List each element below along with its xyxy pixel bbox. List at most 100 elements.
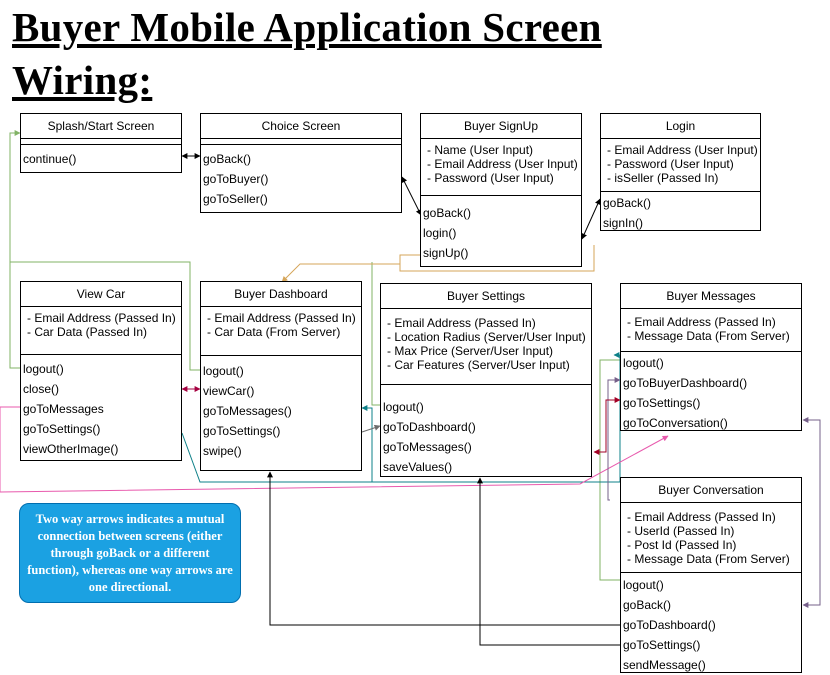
attribute-item: - Message Data (From Server) bbox=[627, 329, 790, 343]
operation-item: goToBuyerDashboard() bbox=[623, 376, 748, 390]
attribute-item: - Email Address (Passed In) bbox=[27, 311, 176, 325]
connector-dashboard-logout bbox=[10, 261, 202, 371]
operation-item: goToBuyer() bbox=[203, 172, 269, 186]
attribute-item: - Post Id (Passed In) bbox=[627, 538, 737, 552]
operation-item: logout() bbox=[383, 400, 424, 414]
operation-item: swipe() bbox=[203, 444, 242, 458]
connector-conversation-to-settings bbox=[477, 477, 622, 646]
screen-buyer-messages: Buyer Messages - Email Address (Passed I… bbox=[620, 283, 802, 431]
connector-choice-signup bbox=[401, 176, 422, 216]
operations-list: logout() goBack() goToDashboard() goToSe… bbox=[621, 573, 801, 675]
screen-splash: Splash/Start Screen continue() bbox=[20, 113, 182, 173]
operation-item: goBack() bbox=[203, 152, 252, 166]
connector-conversation-to-dashboard bbox=[267, 471, 622, 626]
attribute-item: - Email Address (User Input) bbox=[607, 143, 758, 157]
connector-settings-goto-dashboard bbox=[361, 405, 373, 482]
attribute-item: - Name (User Input) bbox=[427, 143, 534, 157]
screen-buyer-conversation: Buyer Conversation - Email Address (Pass… bbox=[620, 477, 802, 673]
operation-item: logout() bbox=[623, 356, 664, 370]
screen-title: Buyer Messages bbox=[621, 284, 801, 309]
operation-item: login() bbox=[423, 226, 457, 240]
operation-item: goBack() bbox=[623, 598, 672, 612]
operation-item: goBack() bbox=[423, 206, 472, 220]
operation-item: viewOtherImage() bbox=[23, 442, 119, 456]
attributes-list: - Email Address (Passed In) - Car Data (… bbox=[201, 307, 361, 356]
page-title-line-2: Wiring: bbox=[12, 57, 153, 103]
operations-list: goBack() signIn() bbox=[601, 192, 760, 233]
attribute-item: - UserId (Passed In) bbox=[627, 524, 735, 538]
operation-item: sendMessage() bbox=[623, 658, 706, 672]
operation-item: saveValues() bbox=[383, 460, 453, 474]
attribute-item: - Email Address (User Input) bbox=[427, 157, 578, 171]
operation-item: goToMessages() bbox=[203, 404, 292, 418]
screen-title: Buyer Settings bbox=[381, 284, 591, 309]
operation-item: goToMessages bbox=[23, 402, 104, 416]
operations-list: continue() bbox=[21, 145, 181, 169]
screen-login: Login - Email Address (User Input) - Pas… bbox=[600, 113, 761, 231]
page-title-line-1: Buyer Mobile Application Screen bbox=[12, 4, 602, 50]
operation-item: goToSettings() bbox=[23, 422, 101, 436]
screen-title: Buyer SignUp bbox=[421, 114, 581, 139]
connector-messages-logout bbox=[599, 359, 622, 581]
operation-item: goToDashboard() bbox=[623, 618, 716, 632]
connector-settings-logout bbox=[371, 262, 382, 406]
attribute-item: - Car Data (From Server) bbox=[207, 325, 341, 339]
operations-list: goBack() goToBuyer() goToSeller() bbox=[201, 145, 401, 209]
screen-title: View Car bbox=[21, 282, 181, 307]
attribute-item: - Car Data (Passed In) bbox=[27, 325, 148, 339]
connector-dashboard-goto-settings bbox=[361, 424, 381, 433]
attribute-item: - Password (User Input) bbox=[607, 157, 734, 171]
screen-title: Buyer Dashboard bbox=[201, 282, 361, 307]
operation-item: goToMessages() bbox=[383, 440, 472, 454]
operations-list: goBack() login() signUp() bbox=[421, 196, 581, 263]
attributes-list: - Email Address (User Input) - Password … bbox=[601, 139, 760, 192]
attribute-item: - isSeller (Passed In) bbox=[607, 171, 719, 185]
attribute-divider bbox=[201, 139, 401, 145]
screen-choice: Choice Screen goBack() goToBuyer() goToS… bbox=[200, 113, 402, 213]
operation-item: logout() bbox=[623, 578, 664, 592]
screen-title: Splash/Start Screen bbox=[21, 114, 181, 139]
connector-logout-to-splash bbox=[9, 130, 22, 369]
operation-item: logout() bbox=[23, 362, 64, 376]
attributes-list: - Email Address (Passed In) - Message Da… bbox=[621, 309, 801, 352]
screen-buyer-settings: Buyer Settings - Email Address (Passed I… bbox=[380, 283, 592, 477]
connector-conversation-messages bbox=[802, 417, 821, 608]
operation-item: goToSeller() bbox=[203, 192, 268, 206]
operation-item: goToSettings() bbox=[623, 638, 701, 652]
attribute-item: - Max Price (Server/User Input) bbox=[387, 344, 554, 358]
operation-item: close() bbox=[23, 382, 60, 396]
screen-title: Buyer Conversation bbox=[621, 478, 801, 503]
operation-item: continue() bbox=[23, 152, 77, 166]
legend-note-text: Two way arrows indicates a mutual connec… bbox=[27, 511, 233, 594]
connector-viewcar-goto-messages bbox=[0, 406, 669, 493]
operations-list: logout() viewCar() goToMessages() goToSe… bbox=[201, 356, 361, 461]
operation-item: goToSettings() bbox=[203, 424, 281, 438]
attribute-item: - Email Address (Passed In) bbox=[627, 315, 776, 329]
operation-item: viewCar() bbox=[203, 384, 255, 398]
screen-view-car: View Car - Email Address (Passed In) - C… bbox=[20, 281, 182, 461]
screen-title: Login bbox=[601, 114, 760, 139]
legend-note: Two way arrows indicates a mutual connec… bbox=[19, 503, 241, 603]
attribute-item: - Password (User Input) bbox=[427, 171, 554, 185]
screen-title: Choice Screen bbox=[201, 114, 401, 139]
operation-item: signIn() bbox=[603, 216, 644, 230]
screen-signup: Buyer SignUp - Name (User Input) - Email… bbox=[420, 113, 582, 267]
operation-item: goToConversation() bbox=[623, 416, 728, 430]
operation-item: goBack() bbox=[603, 196, 652, 210]
connector-signup-login bbox=[581, 198, 601, 240]
attribute-item: - Location Radius (Server/User Input) bbox=[387, 330, 586, 344]
attributes-list: - Email Address (Passed In) - Location R… bbox=[381, 309, 591, 385]
operation-item: signUp() bbox=[423, 246, 469, 260]
operation-item: logout() bbox=[203, 364, 244, 378]
operation-item: goToSettings() bbox=[623, 396, 701, 410]
screen-buyer-dashboard: Buyer Dashboard - Email Address (Passed … bbox=[200, 281, 362, 471]
operations-list: logout() goToDashboard() goToMessages() … bbox=[381, 385, 591, 477]
operation-item: goToDashboard() bbox=[383, 420, 476, 434]
operations-list: logout() goToBuyerDashboard() goToSettin… bbox=[621, 352, 801, 433]
attributes-list: - Email Address (Passed In) - UserId (Pa… bbox=[621, 503, 801, 573]
attribute-item: - Message Data (From Server) bbox=[627, 552, 790, 566]
attribute-item: - Email Address (Passed In) bbox=[627, 510, 776, 524]
attribute-divider bbox=[21, 139, 181, 145]
attribute-item: - Car Features (Server/User Input) bbox=[387, 358, 570, 372]
attributes-list: - Email Address (Passed In) - Car Data (… bbox=[21, 307, 181, 355]
